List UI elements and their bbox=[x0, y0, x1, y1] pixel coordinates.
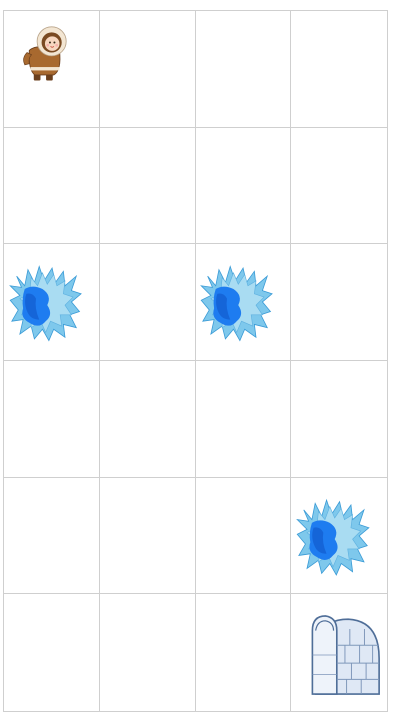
grid-cell-r5-c0[interactable] bbox=[4, 594, 100, 711]
grid-cell-r4-c0[interactable] bbox=[4, 478, 100, 595]
grid-cell-r0-c1[interactable] bbox=[100, 11, 196, 128]
grid-cell-r5-c3[interactable] bbox=[291, 594, 387, 711]
grid-cell-r5-c2[interactable] bbox=[196, 594, 292, 711]
ice-hole-icon bbox=[294, 485, 375, 587]
grid-cell-r1-c2[interactable] bbox=[196, 128, 292, 245]
ice-hole-icon bbox=[198, 251, 279, 353]
eskimo-icon bbox=[8, 19, 82, 86]
grid-cell-r5-c1[interactable] bbox=[100, 594, 196, 711]
grid-cell-r2-c2[interactable] bbox=[196, 244, 292, 361]
game-board bbox=[3, 10, 388, 712]
grid-cell-r3-c0[interactable] bbox=[4, 361, 100, 478]
grid-cell-r0-c0[interactable] bbox=[4, 11, 100, 128]
grid-cell-r3-c2[interactable] bbox=[196, 361, 292, 478]
grid-cell-r4-c2[interactable] bbox=[196, 478, 292, 595]
grid-cell-r1-c1[interactable] bbox=[100, 128, 196, 245]
grid-cell-r3-c1[interactable] bbox=[100, 361, 196, 478]
grid-cell-r2-c1[interactable] bbox=[100, 244, 196, 361]
grid-cell-r1-c0[interactable] bbox=[4, 128, 100, 245]
grid-cell-r2-c0[interactable] bbox=[4, 244, 100, 361]
grid-cell-r2-c3[interactable] bbox=[291, 244, 387, 361]
ice-hole-icon bbox=[7, 251, 88, 353]
grid-cell-r4-c3[interactable] bbox=[291, 478, 387, 595]
grid-cell-r0-c2[interactable] bbox=[196, 11, 292, 128]
grid-cell-r4-c1[interactable] bbox=[100, 478, 196, 595]
grid-cell-r1-c3[interactable] bbox=[291, 128, 387, 245]
grid-cell-r0-c3[interactable] bbox=[291, 11, 387, 128]
igloo-icon bbox=[301, 599, 382, 711]
grid-cell-r3-c3[interactable] bbox=[291, 361, 387, 478]
